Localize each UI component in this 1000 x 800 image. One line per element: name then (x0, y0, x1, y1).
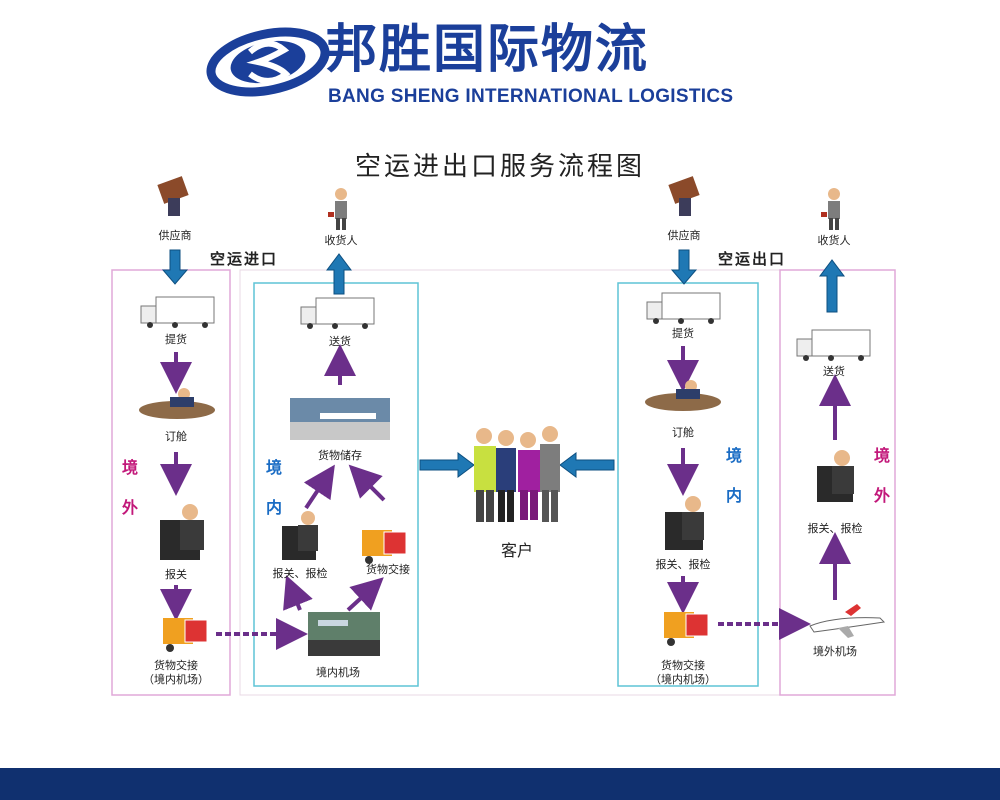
client-label: 客户 (500, 541, 533, 560)
import-cargo-handover-label: 货物交接 (366, 563, 410, 576)
diagram-title: 空运进出口服务流程图 (354, 152, 645, 182)
export-foreign-airport-label: 境外机场 (813, 645, 857, 658)
export-delivery-label: 送货 (823, 365, 845, 378)
booking-desk-icon-import (139, 388, 215, 419)
truck-icon-import-pickup (140, 296, 215, 328)
arrow-consignee-up-import (326, 253, 352, 295)
warehouse-photo (290, 398, 390, 440)
customs-inspect-worker-icon-export-abroad (817, 450, 854, 502)
arrow-airport-handover2-import (346, 577, 384, 612)
export-supplier-label: 供应商 (667, 229, 701, 242)
cargo-handover-icon-import-domestic (362, 530, 407, 564)
client-group-icon (474, 426, 560, 522)
export-handover-label-line2: （境内机场） (650, 673, 716, 686)
import-booking-label: 订舱 (165, 430, 187, 443)
export-customs-inspect-label: 报关、报检 (655, 558, 711, 571)
export-pickup-label: 提货 (672, 327, 694, 340)
import-supplier-label: 供应商 (158, 229, 192, 242)
arrow-supplier-down-import (161, 249, 189, 285)
export-region-abroad-2: 外 (873, 486, 890, 505)
arrow-airport-customs-import (283, 575, 313, 611)
export-consignee-label: 收货人 (817, 234, 851, 247)
footer-bar (0, 768, 1000, 800)
cargo-handover-icon-import (163, 618, 208, 652)
export-section-title: 空运出口 (718, 250, 787, 268)
customs-worker-icon-import (160, 504, 204, 560)
brand-name-cn: 邦胜国际物流 (325, 20, 650, 80)
customs-inspect-worker-icon-export (665, 496, 704, 550)
truck-icon-import-delivery (300, 297, 375, 329)
import-delivery-label: 送货 (329, 335, 351, 348)
arrow-customs-storage-import (303, 464, 335, 510)
booking-desk-icon-export (645, 380, 721, 411)
arrow-handover-storage-import (348, 464, 386, 502)
import-region-domestic-1: 境 (265, 458, 282, 477)
arrow-supplier-down-export (670, 249, 698, 285)
import-region-abroad-1: 境 (121, 458, 138, 477)
truck-icon-export-pickup (646, 292, 721, 324)
logo-icon (206, 27, 330, 97)
export-booking-label: 订舱 (672, 426, 694, 439)
import-consignee-label: 收货人 (324, 234, 358, 247)
truck-icon-export-delivery (796, 329, 871, 361)
arrow-to-client-right (559, 452, 615, 478)
domestic-airport-photo (308, 612, 380, 656)
cargo-handover-icon-export (664, 612, 709, 646)
supplier-icon-import (157, 176, 189, 216)
arrow-consignee-up-export (819, 259, 845, 313)
import-pickup-label: 提货 (165, 333, 187, 346)
import-domestic-airport-label: 境内机场 (316, 666, 360, 679)
import-section-title: 空运进口 (210, 250, 279, 268)
import-storage-label: 货物储存 (318, 449, 362, 462)
import-region-abroad-2: 外 (121, 498, 138, 517)
import-handover-label-line2: （境内机场） (143, 673, 209, 686)
customs-inspect-worker-icon-import (282, 511, 318, 560)
export-region-domestic-1: 境 (725, 446, 742, 465)
import-handover-label-line1: 货物交接 (154, 659, 198, 672)
brand-name-en: BANG SHENG INTERNATIONAL LOGISTICS (328, 86, 734, 107)
airplane-icon (809, 604, 886, 638)
consignee-icon-export (821, 188, 840, 230)
supplier-icon-export (668, 176, 700, 216)
arrow-to-client-left (419, 452, 475, 478)
import-customs-inspect-label: 报关、报检 (272, 567, 328, 580)
export-customs-inspect-abroad-label: 报关、报检 (807, 522, 863, 535)
export-region-abroad-1: 境 (873, 446, 890, 465)
import-customs-label: 报关 (165, 568, 187, 581)
export-handover-label-line1: 货物交接 (661, 659, 705, 672)
export-domestic-box (617, 282, 759, 687)
import-region-domestic-2: 内 (265, 498, 282, 517)
export-region-domestic-2: 内 (725, 486, 742, 505)
consignee-icon-import (328, 188, 347, 230)
